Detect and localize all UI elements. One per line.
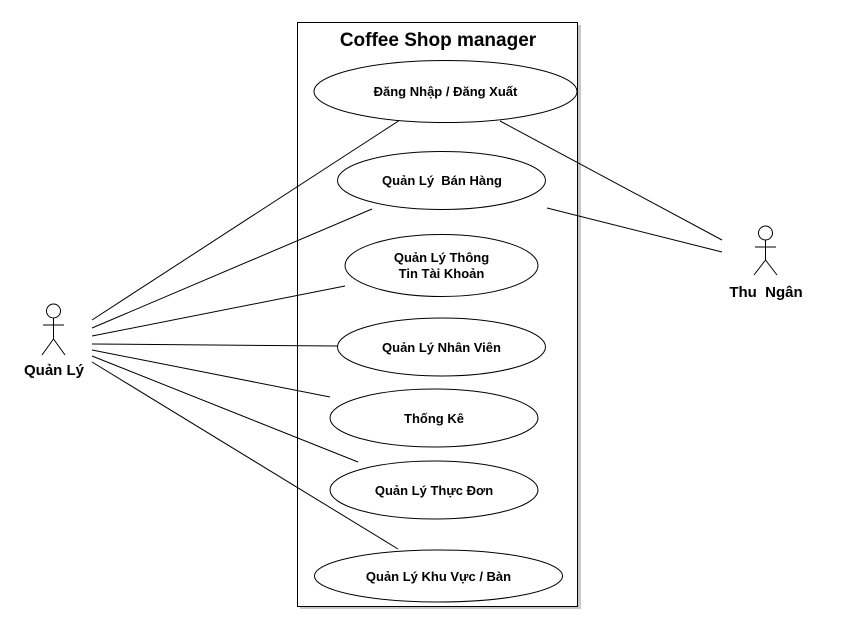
use-case-menu-label: Quản Lý Thực Đơn: [375, 483, 493, 498]
use-case-login-ellipse[interactable]: [313, 60, 578, 123]
actor-quan-ly[interactable]: Quản Lý: [24, 303, 85, 379]
use-case-account-label-line-2: Tin Tài Khoản: [399, 266, 485, 281]
use-case-staff[interactable]: Quản Lý Nhân Viên: [337, 317, 546, 377]
association-quan-ly-login: [91, 119, 401, 321]
use-case-staff-label: Quản Lý Nhân Viên: [382, 340, 501, 355]
use-case-sales[interactable]: Quản Lý Bán Hàng: [337, 151, 546, 210]
association-quan-ly-sales: [91, 208, 373, 329]
actor-thu-ngan[interactable]: Thu Ngân: [729, 225, 803, 301]
use-case-tables-label: Quản Lý Khu Vực / Bàn: [366, 569, 511, 584]
use-case-login-label: Đăng Nhập / Đăng Xuất: [374, 84, 518, 99]
actor-quan-ly-left-leg: [41, 338, 54, 356]
association-quan-ly-tables: [91, 361, 399, 550]
association-lines: [91, 119, 723, 550]
association-quan-ly-account: [91, 285, 346, 337]
use-case-sales-ellipse[interactable]: [337, 151, 546, 210]
use-case-account-label-line-1: Quản Lý Thông: [394, 250, 489, 265]
use-case-menu-ellipse[interactable]: [329, 460, 539, 520]
use-case-tables[interactable]: Quản Lý Khu Vực / Bàn: [314, 549, 563, 603]
use-case-stats-ellipse[interactable]: [329, 388, 539, 448]
association-thu-ngan-sales: [546, 207, 723, 253]
association-quan-ly-menu: [91, 355, 359, 463]
actor-thu-ngan-head: [758, 225, 773, 241]
use-case-sales-label: Quản Lý Bán Hàng: [382, 173, 502, 188]
use-case-staff-ellipse[interactable]: [337, 317, 546, 377]
use-case-login[interactable]: Đăng Nhập / Đăng Xuất: [313, 60, 578, 123]
use-case-menu[interactable]: Quản Lý Thực Đơn: [329, 460, 539, 520]
association-quan-ly-staff: [91, 343, 339, 347]
actor-thu-ngan-label: Thu Ngân: [729, 284, 802, 301]
actor-quan-ly-head: [46, 303, 61, 319]
actor-quan-ly-right-leg: [53, 338, 66, 356]
system-title: Coffee Shop manager: [340, 30, 537, 51]
association-quan-ly-stats: [91, 349, 331, 398]
use-case-account[interactable]: Quản Lý Thông Tin Tài Khoản: [344, 234, 539, 297]
association-thu-ngan-login: [499, 120, 723, 241]
use-case-account-ellipse[interactable]: [344, 234, 539, 297]
actor-thu-ngan-left-leg: [753, 259, 766, 276]
use-case-tables-ellipse[interactable]: [314, 549, 563, 603]
use-case-stats[interactable]: Thống Kê: [329, 388, 539, 448]
actor-quan-ly-label: Quản Lý: [24, 362, 85, 379]
actor-thu-ngan-right-leg: [765, 259, 778, 276]
use-case-stats-label: Thống Kê: [404, 411, 464, 426]
